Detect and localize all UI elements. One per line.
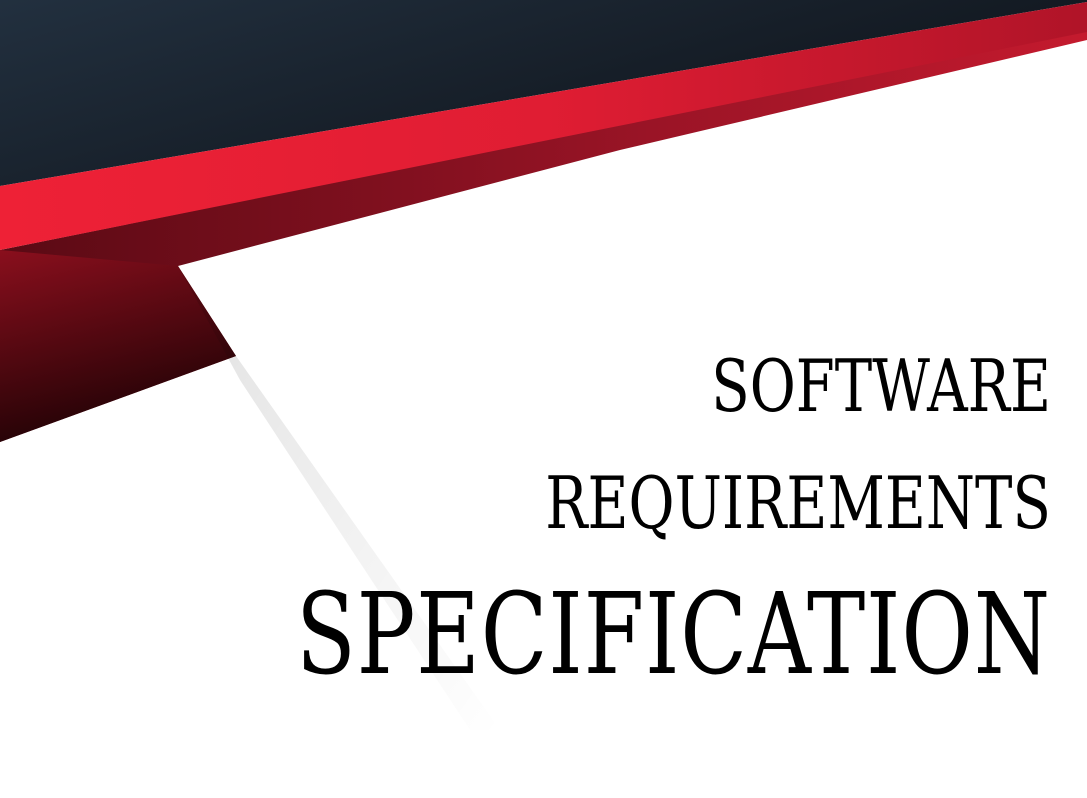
red-stripe — [0, 2, 1087, 250]
navy-band — [0, 0, 1087, 186]
title-line-specification: SPECIFICATION — [295, 570, 1051, 700]
title-line-requirements: REQUIREMENTS — [545, 461, 1051, 545]
document-title: SOFTWARE REQUIREMENTS SPECIFICATION — [83, 350, 1051, 691]
maroon-wedge — [0, 250, 236, 442]
title-line-software: SOFTWARE — [711, 344, 1051, 428]
